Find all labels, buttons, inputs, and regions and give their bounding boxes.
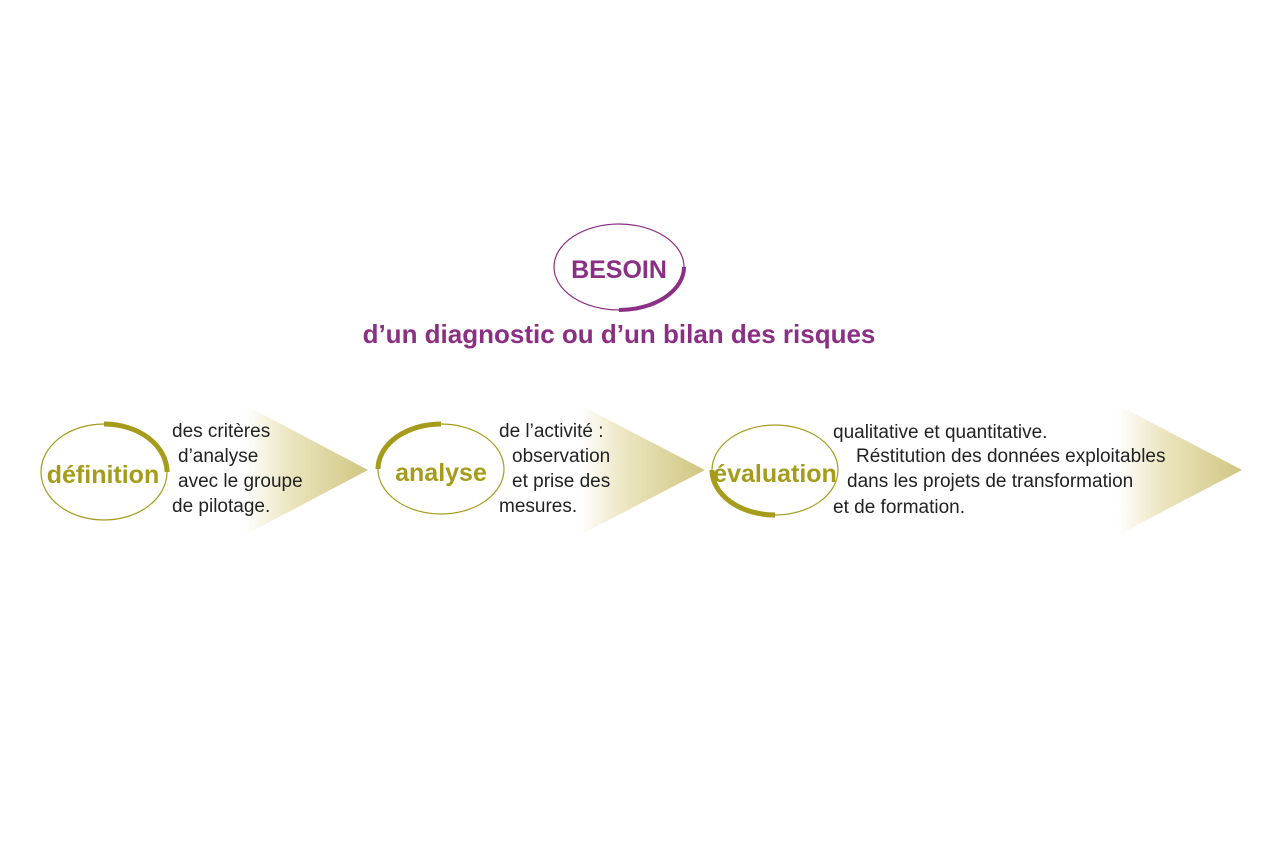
step-analyse-arrow: [580, 405, 705, 535]
step-definition-line-1: des critères: [172, 421, 270, 442]
step-analyse-line-3: et prise des: [512, 471, 610, 492]
step-definition-line-3: avec le groupe: [178, 471, 303, 492]
step-analyse-line-2: observation: [512, 446, 610, 467]
step-evaluation-line-2: Réstitution des données exploitables: [856, 446, 1165, 467]
step-analyse-line-4: mesures.: [499, 496, 577, 517]
step-definition-line-4: de pilotage.: [172, 496, 270, 517]
besoin-ring-accent: [618, 266, 686, 312]
diagram-subtitle: d’un diagnostic ou d’un bilan des risque…: [363, 319, 876, 349]
step-definition: définition des critères d’analyse avec l…: [40, 405, 368, 535]
besoin-badge: BESOIN: [553, 223, 686, 312]
step-evaluation-ring-accent: [709, 469, 776, 518]
step-definition-line-2: d’analyse: [178, 446, 258, 467]
step-evaluation-line-1: qualitative et quantitative.: [833, 422, 1047, 443]
step-evaluation: évaluation qualitative et quantitative. …: [709, 405, 1242, 535]
besoin-label: BESOIN: [571, 256, 667, 284]
step-definition-label: définition: [47, 461, 159, 489]
step-analyse-label: analyse: [395, 459, 487, 487]
step-evaluation-arrow: [1118, 405, 1242, 535]
step-analyse-ring-accent: [375, 421, 442, 470]
step-evaluation-line-3: dans les projets de transformation: [847, 471, 1133, 492]
step-analyse-line-1: de l’activité :: [499, 421, 604, 442]
step-definition-arrow: [245, 405, 368, 535]
step-analyse: analyse de l’activité : observation et p…: [375, 405, 705, 535]
step-evaluation-label: évaluation: [713, 460, 837, 488]
step-evaluation-line-4: et de formation.: [833, 497, 965, 518]
step-definition-ring-accent: [103, 421, 170, 473]
